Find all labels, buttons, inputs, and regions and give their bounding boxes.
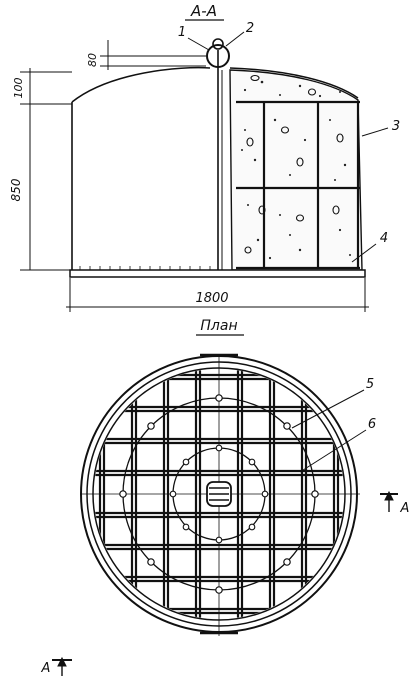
base-hatch [79,266,211,270]
lifting-loop [206,38,230,270]
plan-view: План [41,318,410,676]
callout-1: 1 [178,25,186,40]
dome-right-outline [229,67,359,99]
center-eye [206,481,232,507]
cut-marker-right [380,490,398,512]
section-grid [236,100,360,270]
cut-marker-left [52,656,72,676]
callout-leaders [187,31,389,263]
insulation-pebbles [244,74,344,254]
callout-5: 5 [366,377,374,392]
dim-width: 1800 [195,291,228,306]
dim-top-gap: 80 [86,53,99,67]
section-view: А-А [9,2,400,312]
insulation-fill [229,69,363,271]
dimension-lines [20,40,369,312]
insulation-dots [241,80,351,260]
plan-callout-leaders [291,389,367,473]
plan-title: План [200,318,237,334]
bolt-holes [119,394,319,594]
callout-6: 6 [368,417,376,432]
callout-4: 4 [380,231,388,246]
callout-3: 3 [392,119,400,134]
callout-2: 2 [246,21,254,36]
cut-label-right: А [400,501,410,516]
cut-label-left: А [41,661,51,676]
base-plate [69,269,366,278]
dome-outline [71,66,211,103]
dim-dome: 100 [12,78,25,99]
section-title: А-А [190,2,217,20]
dim-height: 850 [9,178,23,201]
inner-holes [169,444,269,544]
rim-lugs [200,353,238,635]
